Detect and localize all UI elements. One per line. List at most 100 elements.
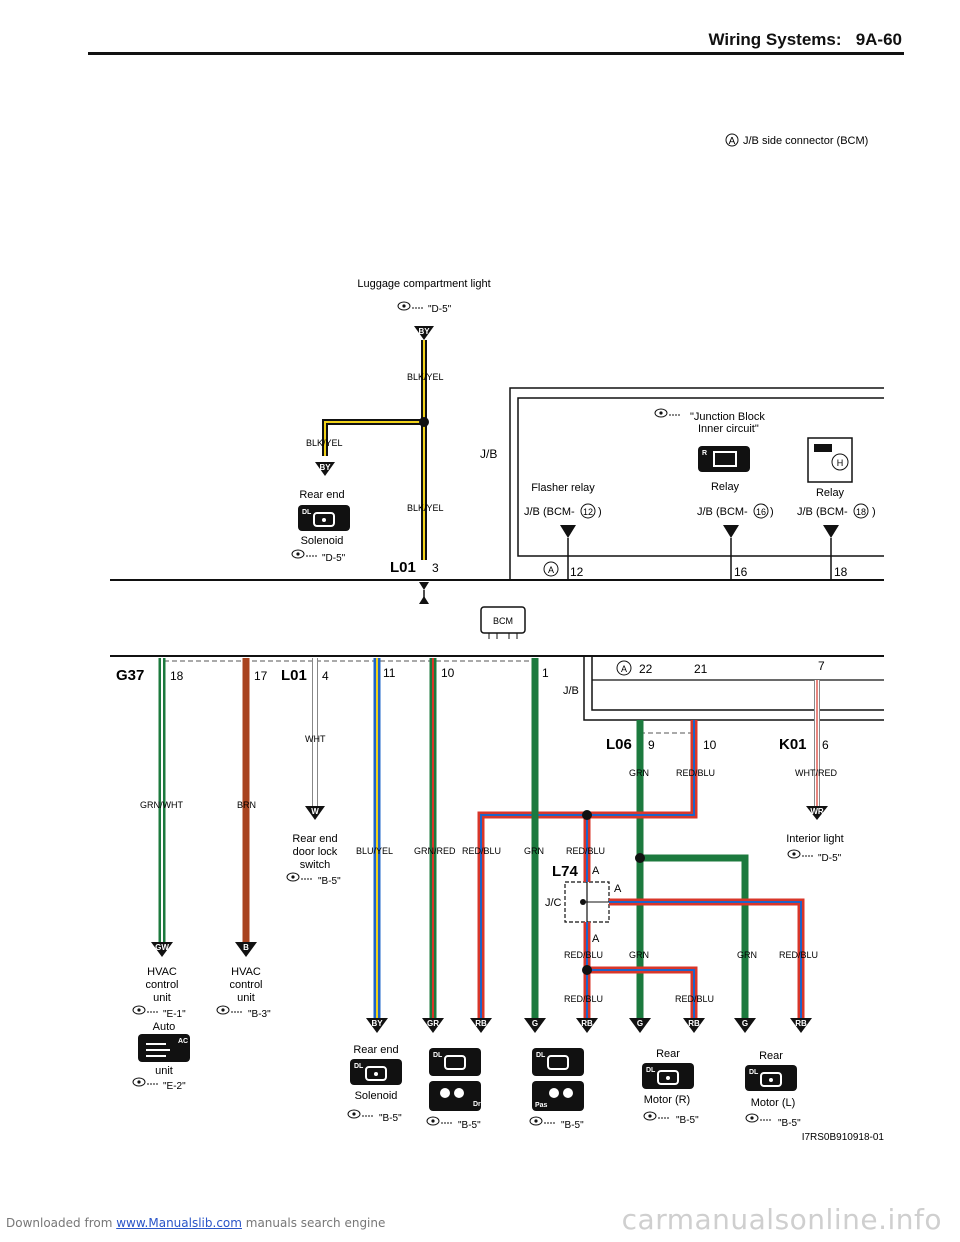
svg-text:"B-5": "B-5" xyxy=(379,1113,402,1124)
junction-ref-2: Inner circuit" xyxy=(698,423,759,435)
svg-text:Rear: Rear xyxy=(656,1048,680,1060)
svg-text:11: 11 xyxy=(383,666,396,680)
badge-gw: GW xyxy=(151,942,173,957)
jb-label-bottom: J/B xyxy=(563,685,579,697)
svg-text:"D-5": "D-5" xyxy=(818,853,842,864)
svg-text:WR: WR xyxy=(810,807,824,816)
svg-text:HVAC: HVAC xyxy=(147,966,177,978)
page-header: Wiring Systems: 9A-60 xyxy=(708,30,902,50)
svg-text:RED/BLU: RED/BLU xyxy=(675,994,714,1004)
svg-text:A: A xyxy=(592,933,600,945)
svg-text:Dr: Dr xyxy=(473,1101,481,1108)
badge-by-bottom: BY xyxy=(366,1018,388,1033)
door-lock-icon: DL xyxy=(745,1065,797,1091)
svg-text:control: control xyxy=(229,979,262,991)
svg-text:GRN: GRN xyxy=(629,768,649,778)
svg-text:R: R xyxy=(702,450,707,457)
header-title: Wiring Systems: xyxy=(708,30,842,49)
figure-id: I7RS0B910918-01 xyxy=(802,1132,885,1143)
svg-text:21: 21 xyxy=(694,662,708,676)
relay-r-icon: R xyxy=(698,446,750,472)
connector-l01-top: L01 xyxy=(390,559,416,576)
svg-text:): ) xyxy=(770,506,774,518)
svg-text:WHT: WHT xyxy=(305,734,326,744)
svg-text:G: G xyxy=(637,1019,643,1028)
svg-text:BY: BY xyxy=(371,1019,383,1028)
svg-text:A: A xyxy=(621,664,627,674)
jb-inner-box xyxy=(517,397,884,557)
svg-text:"B-5": "B-5" xyxy=(561,1120,584,1131)
splice-dot xyxy=(419,417,429,427)
bcm-icon: BCM xyxy=(480,606,526,639)
footer-suffix: manuals search engine xyxy=(241,1216,386,1230)
flasher-relay-label: Flasher relay xyxy=(531,482,595,494)
svg-text:DL: DL xyxy=(354,1063,364,1070)
svg-text:"B-5": "B-5" xyxy=(458,1120,481,1131)
luggage-light-label: Luggage compartment light xyxy=(357,278,490,290)
svg-text:RED/BLU: RED/BLU xyxy=(676,768,715,778)
pin-16: 16 xyxy=(734,565,748,579)
eye-ref-icon xyxy=(291,549,318,559)
svg-text:"B-3": "B-3" xyxy=(248,1009,271,1020)
svg-text:GRN/WHT: GRN/WHT xyxy=(140,800,183,810)
svg-text:): ) xyxy=(872,506,876,518)
svg-text:BY: BY xyxy=(418,327,430,336)
watermark: carmanualsonline.info xyxy=(621,1203,942,1236)
svg-text:DL: DL xyxy=(646,1067,656,1074)
passenger-switch-icon: Pas xyxy=(532,1081,584,1111)
pin-3: 3 xyxy=(432,561,439,575)
footer-prefix: Downloaded from xyxy=(6,1216,117,1230)
badge-wr: WR xyxy=(806,806,828,820)
eye-ref-icon xyxy=(787,849,814,859)
svg-text:"B-5": "B-5" xyxy=(676,1115,699,1126)
svg-text:18: 18 xyxy=(856,507,866,517)
svg-text:HVAC: HVAC xyxy=(231,966,261,978)
legend-marker: A xyxy=(729,136,736,147)
eye-ref-icon xyxy=(347,1109,374,1119)
svg-text:AC: AC xyxy=(178,1038,188,1045)
jb-bcm-16: J/B (BCM- xyxy=(697,506,748,518)
connector-l74: L74 xyxy=(552,863,579,880)
svg-text:B: B xyxy=(243,943,249,952)
svg-text:DL: DL xyxy=(536,1052,546,1059)
svg-text:switch: switch xyxy=(300,859,331,871)
jb-label-top: J/B xyxy=(480,447,497,461)
wire-label: BLK/YEL xyxy=(407,503,444,513)
marker-a-top: A xyxy=(548,565,554,575)
svg-text:W: W xyxy=(311,807,319,816)
svg-text:A: A xyxy=(592,865,600,877)
svg-text:DL: DL xyxy=(749,1069,759,1076)
pin-18: 18 xyxy=(834,565,848,579)
svg-text:"E-2": "E-2" xyxy=(163,1081,186,1092)
legend: A J/B side connector (BCM) xyxy=(725,133,868,147)
svg-text:BLU/YEL: BLU/YEL xyxy=(356,846,393,856)
svg-text:Interior light: Interior light xyxy=(786,833,843,845)
badge-g-3: G xyxy=(734,1018,756,1033)
manualslib-link[interactable]: www.Manualslib.com xyxy=(116,1216,242,1230)
svg-text:BCM: BCM xyxy=(493,616,513,626)
svg-text:Rear: Rear xyxy=(759,1050,783,1062)
driver-switch-icon: Dr xyxy=(429,1081,481,1111)
svg-text:G: G xyxy=(532,1019,538,1028)
svg-text:GRN/RED: GRN/RED xyxy=(414,846,456,856)
svg-text:RED/BLU: RED/BLU xyxy=(779,950,818,960)
luggage-ref: "D-5" xyxy=(428,304,452,315)
svg-text:"B-5": "B-5" xyxy=(318,876,341,887)
badge-rb-4: RB xyxy=(790,1018,812,1033)
svg-text:GRN: GRN xyxy=(737,950,757,960)
badge-w: W xyxy=(305,806,325,820)
header-rule xyxy=(88,52,904,55)
svg-text:G: G xyxy=(742,1019,748,1028)
svg-text:"E-1": "E-1" xyxy=(163,1009,186,1020)
solenoid-label: Solenoid xyxy=(301,535,344,547)
badge-rb-2: RB xyxy=(576,1018,598,1033)
eye-ref-icon xyxy=(654,408,681,418)
auto-ac-icon: AC xyxy=(138,1034,190,1062)
eye-ref-icon xyxy=(397,301,424,311)
badge-rb-3: RB xyxy=(683,1018,705,1033)
header-page: 9A-60 xyxy=(855,30,902,49)
svg-text:RB: RB xyxy=(795,1019,807,1028)
svg-text:RB: RB xyxy=(581,1019,593,1028)
svg-text:Rear end: Rear end xyxy=(292,833,337,845)
